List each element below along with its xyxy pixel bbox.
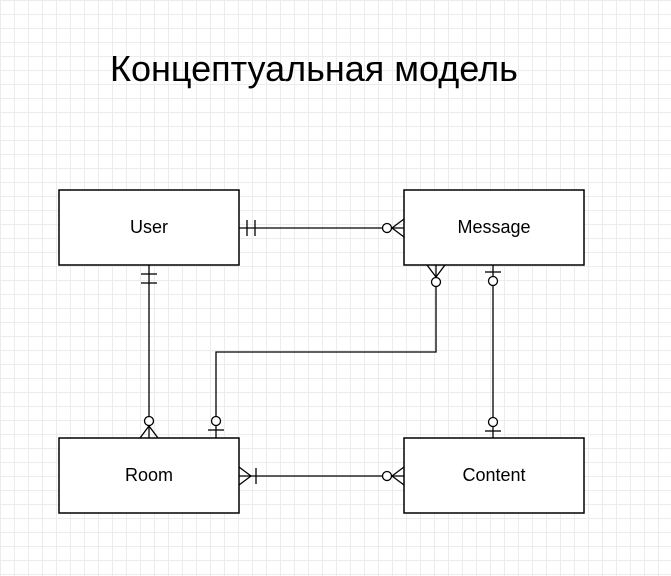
entity-message-box — [403, 189, 585, 266]
crows-foot-line — [148, 425, 159, 439]
connector-line — [215, 265, 437, 438]
entity-room-label: Room — [125, 465, 173, 485]
crows-foot-line — [391, 218, 405, 229]
entity-content[interactable]: Content — [403, 437, 585, 514]
relationship-room-content[interactable] — [238, 466, 405, 486]
cardinality-zero-circle — [381, 470, 393, 482]
crows-foot-line — [391, 475, 405, 486]
diagram-title: Концептуальная модель — [110, 48, 518, 89]
relationship-message-room[interactable] — [208, 264, 446, 438]
relationship-user-message[interactable] — [239, 218, 405, 238]
crows-foot-line — [391, 466, 405, 477]
entity-content-box — [403, 437, 585, 514]
entity-user-box — [58, 189, 240, 266]
cardinality-zero-circle — [381, 222, 393, 234]
crows-foot-line — [426, 264, 437, 278]
relationship-user-room[interactable] — [139, 265, 159, 439]
entity-message[interactable]: Message — [403, 189, 585, 266]
cardinality-zero-circle — [430, 276, 442, 288]
cardinality-zero-circle — [487, 275, 499, 287]
relationship-message-content[interactable] — [485, 265, 501, 438]
entity-room-box — [58, 437, 240, 514]
cardinality-zero-circle — [143, 415, 155, 427]
crows-foot-line — [391, 227, 405, 238]
entity-user[interactable]: User — [58, 189, 240, 266]
cardinality-zero-circle — [210, 415, 222, 427]
crows-foot-line — [435, 264, 446, 278]
cardinality-zero-circle — [487, 416, 499, 428]
crows-foot-line — [238, 475, 252, 486]
entity-room[interactable]: Room — [58, 437, 240, 514]
entity-message-label: Message — [457, 217, 530, 237]
crows-foot-line — [238, 466, 252, 477]
entity-user-label: User — [130, 217, 168, 237]
entity-content-label: Content — [462, 465, 525, 485]
crows-foot-line — [139, 425, 150, 439]
